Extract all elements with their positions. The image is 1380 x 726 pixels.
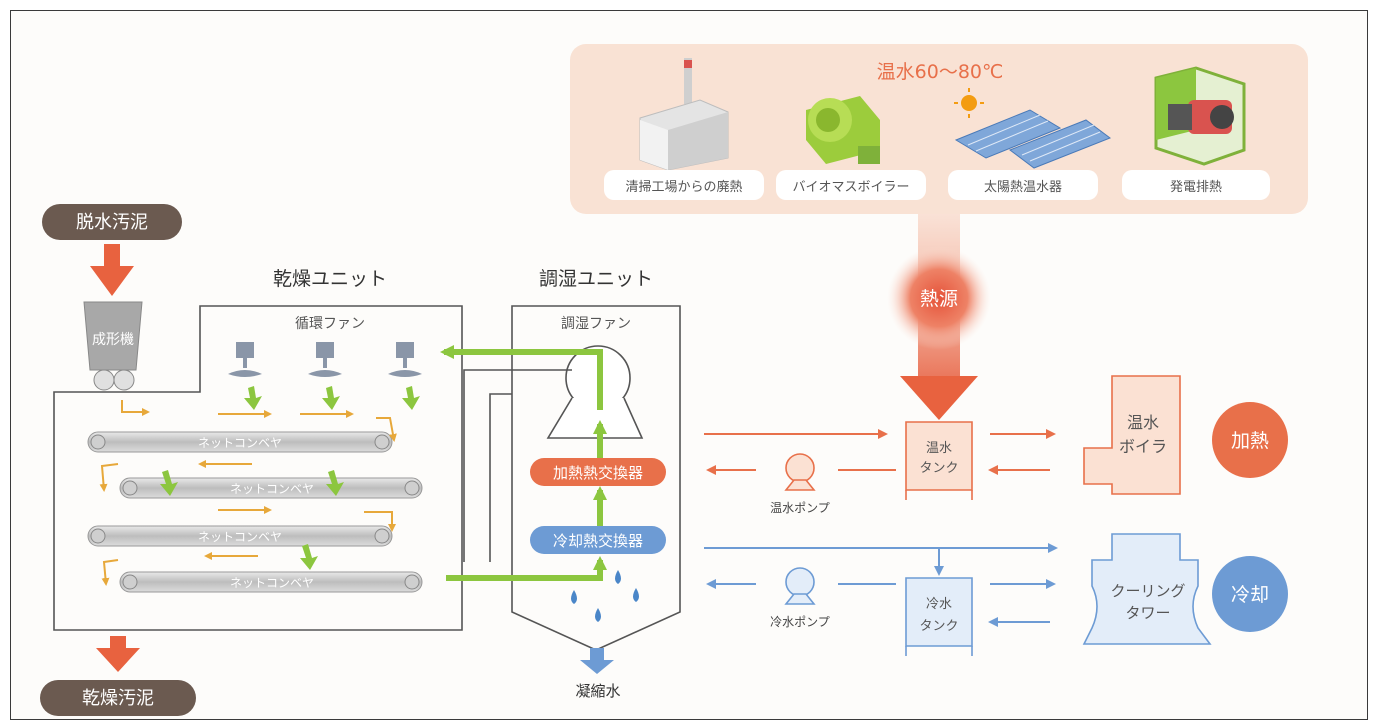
- source-label-1: 清掃工場からの廃熱: [625, 179, 742, 195]
- cooling-badge-label: 冷却: [1231, 584, 1269, 606]
- condensate-label: 凝縮水: [575, 682, 620, 700]
- heating-exchanger-label: 加熱熱交換器: [553, 464, 643, 482]
- humidity-unit-title: 調湿ユニット: [539, 268, 653, 290]
- drying-unit-housing: [53, 305, 463, 631]
- conveyor-label-3: ネットコンベヤ: [198, 530, 282, 544]
- factory-icon: [639, 58, 729, 171]
- hot-water-boiler-label-2: ボイラ: [1119, 437, 1167, 456]
- generator-icon: [1154, 66, 1246, 166]
- hot-water-lines: [704, 429, 1056, 475]
- source-pill-3: [948, 170, 1098, 200]
- conveyor-label-4: ネットコンベヤ: [230, 576, 314, 590]
- sludge-in-label: 脱水汚泥: [76, 212, 148, 233]
- source-pill-4: [1122, 170, 1270, 200]
- source-label-3: 太陽熱温水器: [984, 180, 1062, 195]
- fan-icon: [228, 342, 262, 377]
- source-pill-1: [604, 170, 764, 200]
- water-droplet-icons: [571, 570, 639, 622]
- heat-source-panel: 温水60～80℃: [570, 44, 1308, 214]
- cold-water-tank: 冷水 タンク: [905, 577, 973, 656]
- heat-source-label: 熱源: [920, 288, 958, 310]
- material-flow-arrows: [99, 400, 397, 586]
- heating-badge-label: 加熱: [1231, 430, 1269, 452]
- conveyor-label-1: ネットコンベヤ: [198, 436, 282, 450]
- heating-badge: [1212, 402, 1288, 478]
- biomass-boiler-icon: [806, 96, 880, 164]
- hot-water-boiler: 温水 ボイラ: [1083, 375, 1181, 495]
- air-duct: [463, 369, 572, 562]
- cooling-exchanger: [530, 526, 666, 554]
- condensate-arrow: [580, 648, 614, 674]
- hot-water-pump-label: 温水ポンプ: [770, 501, 830, 515]
- source-label-2: バイオマスボイラー: [792, 180, 909, 195]
- sludge-out-pill: [40, 680, 196, 716]
- fan-icon: [308, 342, 342, 377]
- heat-source-title: 温水60～80℃: [877, 61, 1004, 83]
- source-pill-2: [776, 170, 926, 200]
- drying-unit-title: 乾燥ユニット: [273, 268, 387, 290]
- hot-water-pump-icon: [784, 453, 816, 491]
- heat-source-arrowhead: [900, 376, 978, 420]
- cooling-tower-label-2: タワー: [1125, 604, 1170, 622]
- conveyor-3: ネットコンベヤ: [87, 525, 393, 547]
- sludge-out-label: 乾燥汚泥: [82, 688, 154, 709]
- sludge-in-arrow: [90, 244, 134, 296]
- conveyor-2: ネットコンベヤ: [119, 477, 423, 499]
- cold-water-tank-label-2: タンク: [919, 619, 958, 634]
- heating-exchanger: [530, 458, 666, 486]
- cooling-exchanger-label: 冷却熱交換器: [553, 532, 643, 550]
- heat-source-beam: 熱源: [887, 214, 991, 420]
- circulation-fan-label: 循環ファン: [295, 316, 365, 332]
- hot-water-tank-label-2: タンク: [919, 461, 958, 476]
- humidity-unit-housing: [511, 305, 681, 651]
- sludge-out-arrow: [96, 636, 140, 672]
- solar-water-heater-icon: [954, 109, 1112, 169]
- cold-water-pump-icon: [784, 567, 816, 605]
- conveyor-4: ネットコンベヤ: [119, 571, 423, 593]
- heat-source-glow: [887, 246, 991, 350]
- sun-icon: [954, 88, 984, 118]
- cold-water-lines: [704, 543, 1058, 627]
- forming-machine: 成形機: [83, 301, 143, 391]
- forming-machine-label: 成形機: [92, 332, 134, 348]
- humidity-fan-icon: [546, 345, 644, 439]
- source-label-4: 発電排熱: [1170, 180, 1222, 195]
- air-flow-path: [440, 345, 607, 581]
- cooling-tower: クーリング タワー: [1082, 533, 1212, 645]
- cold-water-pump-label: 冷水ポンプ: [770, 615, 830, 629]
- hot-water-boiler-label-1: 温水: [1127, 413, 1159, 432]
- airflow-arrows: [160, 470, 344, 570]
- cold-water-tank-label-1: 冷水: [926, 597, 952, 612]
- hot-water-tank: 温水 タンク: [905, 421, 973, 500]
- cooling-tower-label-1: クーリング: [1110, 582, 1185, 600]
- conveyor-1: ネットコンベヤ: [87, 431, 393, 453]
- fan-airflow-arrows: [244, 386, 420, 410]
- fan-icon: [388, 342, 422, 377]
- cooling-badge: [1212, 556, 1288, 632]
- humidity-fan-label: 調湿ファン: [561, 316, 631, 332]
- sludge-in-pill: [42, 204, 182, 240]
- conveyor-label-2: ネットコンベヤ: [230, 482, 314, 496]
- hot-water-tank-label-1: 温水: [926, 441, 952, 456]
